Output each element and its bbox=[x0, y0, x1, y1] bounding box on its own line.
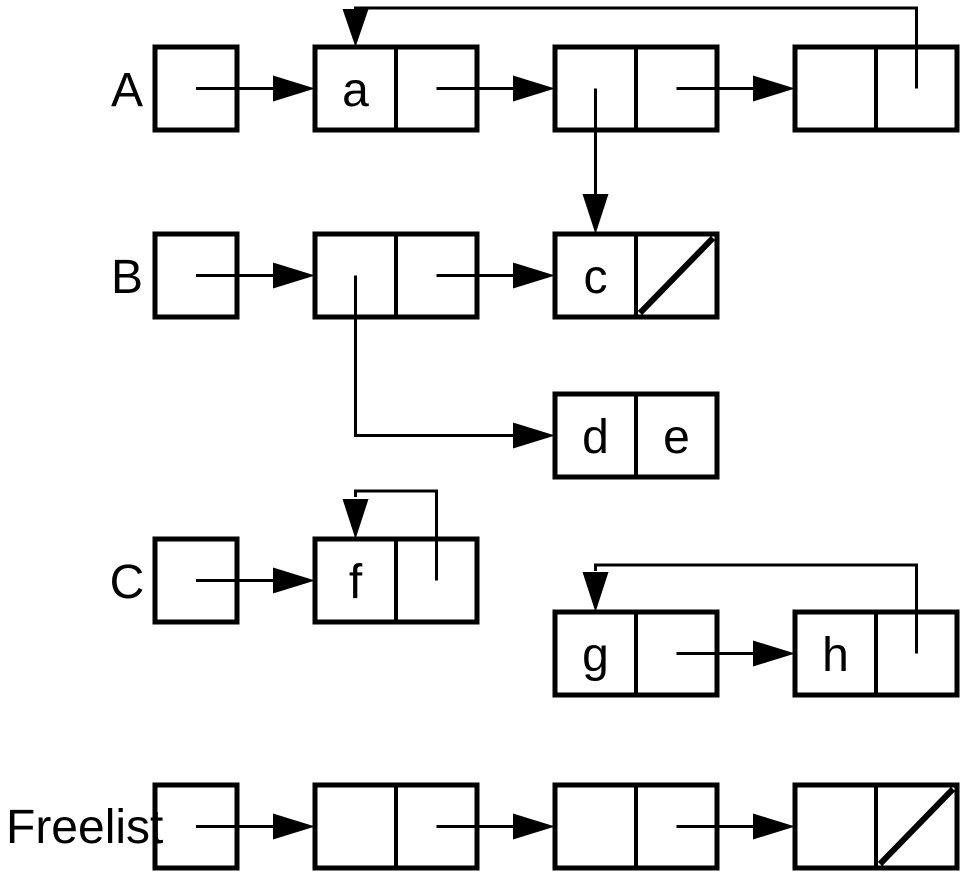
pointer-arrow-c-head bbox=[273, 567, 315, 594]
de-cell-group: d e bbox=[552, 391, 720, 480]
car-arrow-down-to-c-head bbox=[582, 194, 609, 234]
cycle-arrow-a3-to-a-head bbox=[342, 9, 369, 47]
list-a-row: A a bbox=[111, 6, 960, 234]
cell-letter-h: h bbox=[822, 629, 849, 682]
car-arrow-b1-to-de-line bbox=[354, 275, 542, 437]
freelist-row: Freelist bbox=[6, 782, 960, 871]
cycle-arrow-h-to-g-head bbox=[582, 572, 609, 612]
cdr-arrow-free1-head bbox=[513, 813, 555, 840]
gh-cycle-group: g h bbox=[552, 563, 960, 698]
cdr-arrow-free2-head bbox=[753, 813, 795, 840]
nil-slash-c bbox=[637, 235, 716, 316]
cdr-arrow-b1-head bbox=[513, 262, 555, 289]
label-list-c: C bbox=[110, 556, 145, 609]
cycle-arrow-h-to-g-line bbox=[594, 563, 918, 654]
cell-letter-d: d bbox=[582, 411, 609, 464]
self-loop-arrow-f-line bbox=[354, 489, 438, 581]
label-list-b: B bbox=[111, 251, 143, 304]
nil-slash-freelist bbox=[877, 786, 956, 867]
cdr-arrow-a2-head bbox=[753, 75, 795, 102]
car-arrow-b1-to-de-head bbox=[513, 422, 555, 449]
cdr-arrow-a1-head bbox=[513, 75, 555, 102]
cell-letter-a: a bbox=[342, 64, 369, 117]
cdr-arrow-g-to-h-head bbox=[753, 640, 795, 667]
pointer-arrow-freelist-head bbox=[273, 813, 315, 840]
list-c-row: C f bbox=[110, 489, 480, 625]
cell-letter-c: c bbox=[584, 251, 608, 304]
self-loop-arrow-f-head bbox=[342, 499, 369, 539]
list-b-row: B c bbox=[111, 231, 720, 449]
pointer-arrow-a-head bbox=[273, 75, 315, 102]
label-list-a: A bbox=[111, 64, 143, 117]
cell-letter-e: e bbox=[663, 411, 690, 464]
cell-letter-g: g bbox=[582, 629, 609, 682]
label-freelist: Freelist bbox=[6, 801, 163, 854]
pointer-arrow-b-head bbox=[273, 262, 315, 289]
cell-letter-f: f bbox=[349, 556, 363, 609]
